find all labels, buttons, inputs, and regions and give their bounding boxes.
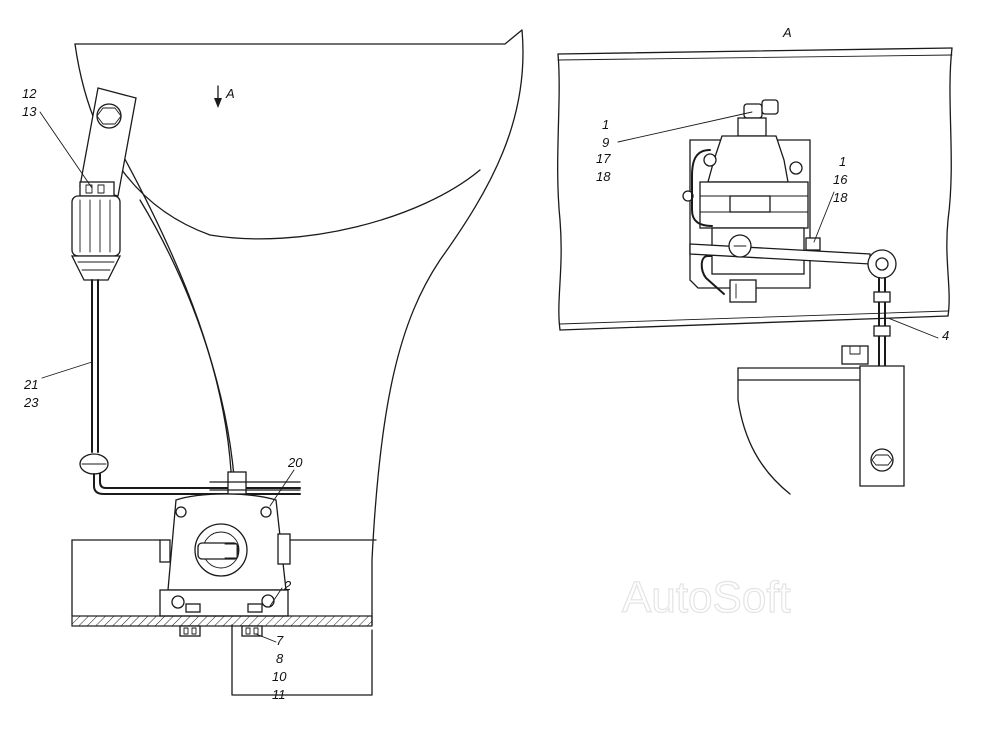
callout-2: 2 xyxy=(283,578,292,593)
lever-bracket xyxy=(79,87,137,197)
view-marker-label: A xyxy=(225,86,235,101)
leader-lines-left xyxy=(39,111,295,643)
callout-18-b: 18 xyxy=(833,190,848,205)
callout-12: 12 xyxy=(22,86,37,101)
valve-assembly xyxy=(682,99,897,303)
frame-post-right xyxy=(139,199,237,531)
callout-10: 10 xyxy=(272,669,287,684)
left-view: A xyxy=(22,29,524,702)
leader-lines-right xyxy=(617,111,939,339)
callout-11: 11 xyxy=(272,687,286,702)
frame-post-left xyxy=(119,149,233,501)
frame-beam xyxy=(71,539,377,637)
watermark: AutoSoft xyxy=(622,573,791,622)
tank-outline xyxy=(74,29,524,626)
tank-bottom-arc xyxy=(74,43,481,240)
callout-16: 16 xyxy=(833,172,848,187)
lower-bracket xyxy=(737,345,905,495)
callout-1-a: 1 xyxy=(602,117,609,132)
frame-lower xyxy=(231,624,373,696)
callout-9: 9 xyxy=(602,135,609,150)
link-rod xyxy=(873,277,891,371)
frame-member xyxy=(557,47,953,331)
rubber-boot xyxy=(70,195,122,281)
callout-4: 4 xyxy=(942,328,949,343)
mounting-plate xyxy=(159,589,289,617)
callout-21: 21 xyxy=(23,377,38,392)
control-rod xyxy=(79,279,301,495)
callout-20: 20 xyxy=(287,455,303,470)
valve-body xyxy=(159,493,291,591)
view-arrow: A xyxy=(214,85,235,108)
callout-8: 8 xyxy=(276,651,284,666)
callout-13: 13 xyxy=(22,104,37,119)
callout-1-b: 1 xyxy=(839,154,846,169)
callout-7: 7 xyxy=(276,633,284,648)
right-view: A xyxy=(557,25,953,495)
callout-18-a: 18 xyxy=(596,169,611,184)
view-title: A xyxy=(782,25,792,40)
callout-23: 23 xyxy=(23,395,39,410)
callout-17: 17 xyxy=(596,151,611,166)
